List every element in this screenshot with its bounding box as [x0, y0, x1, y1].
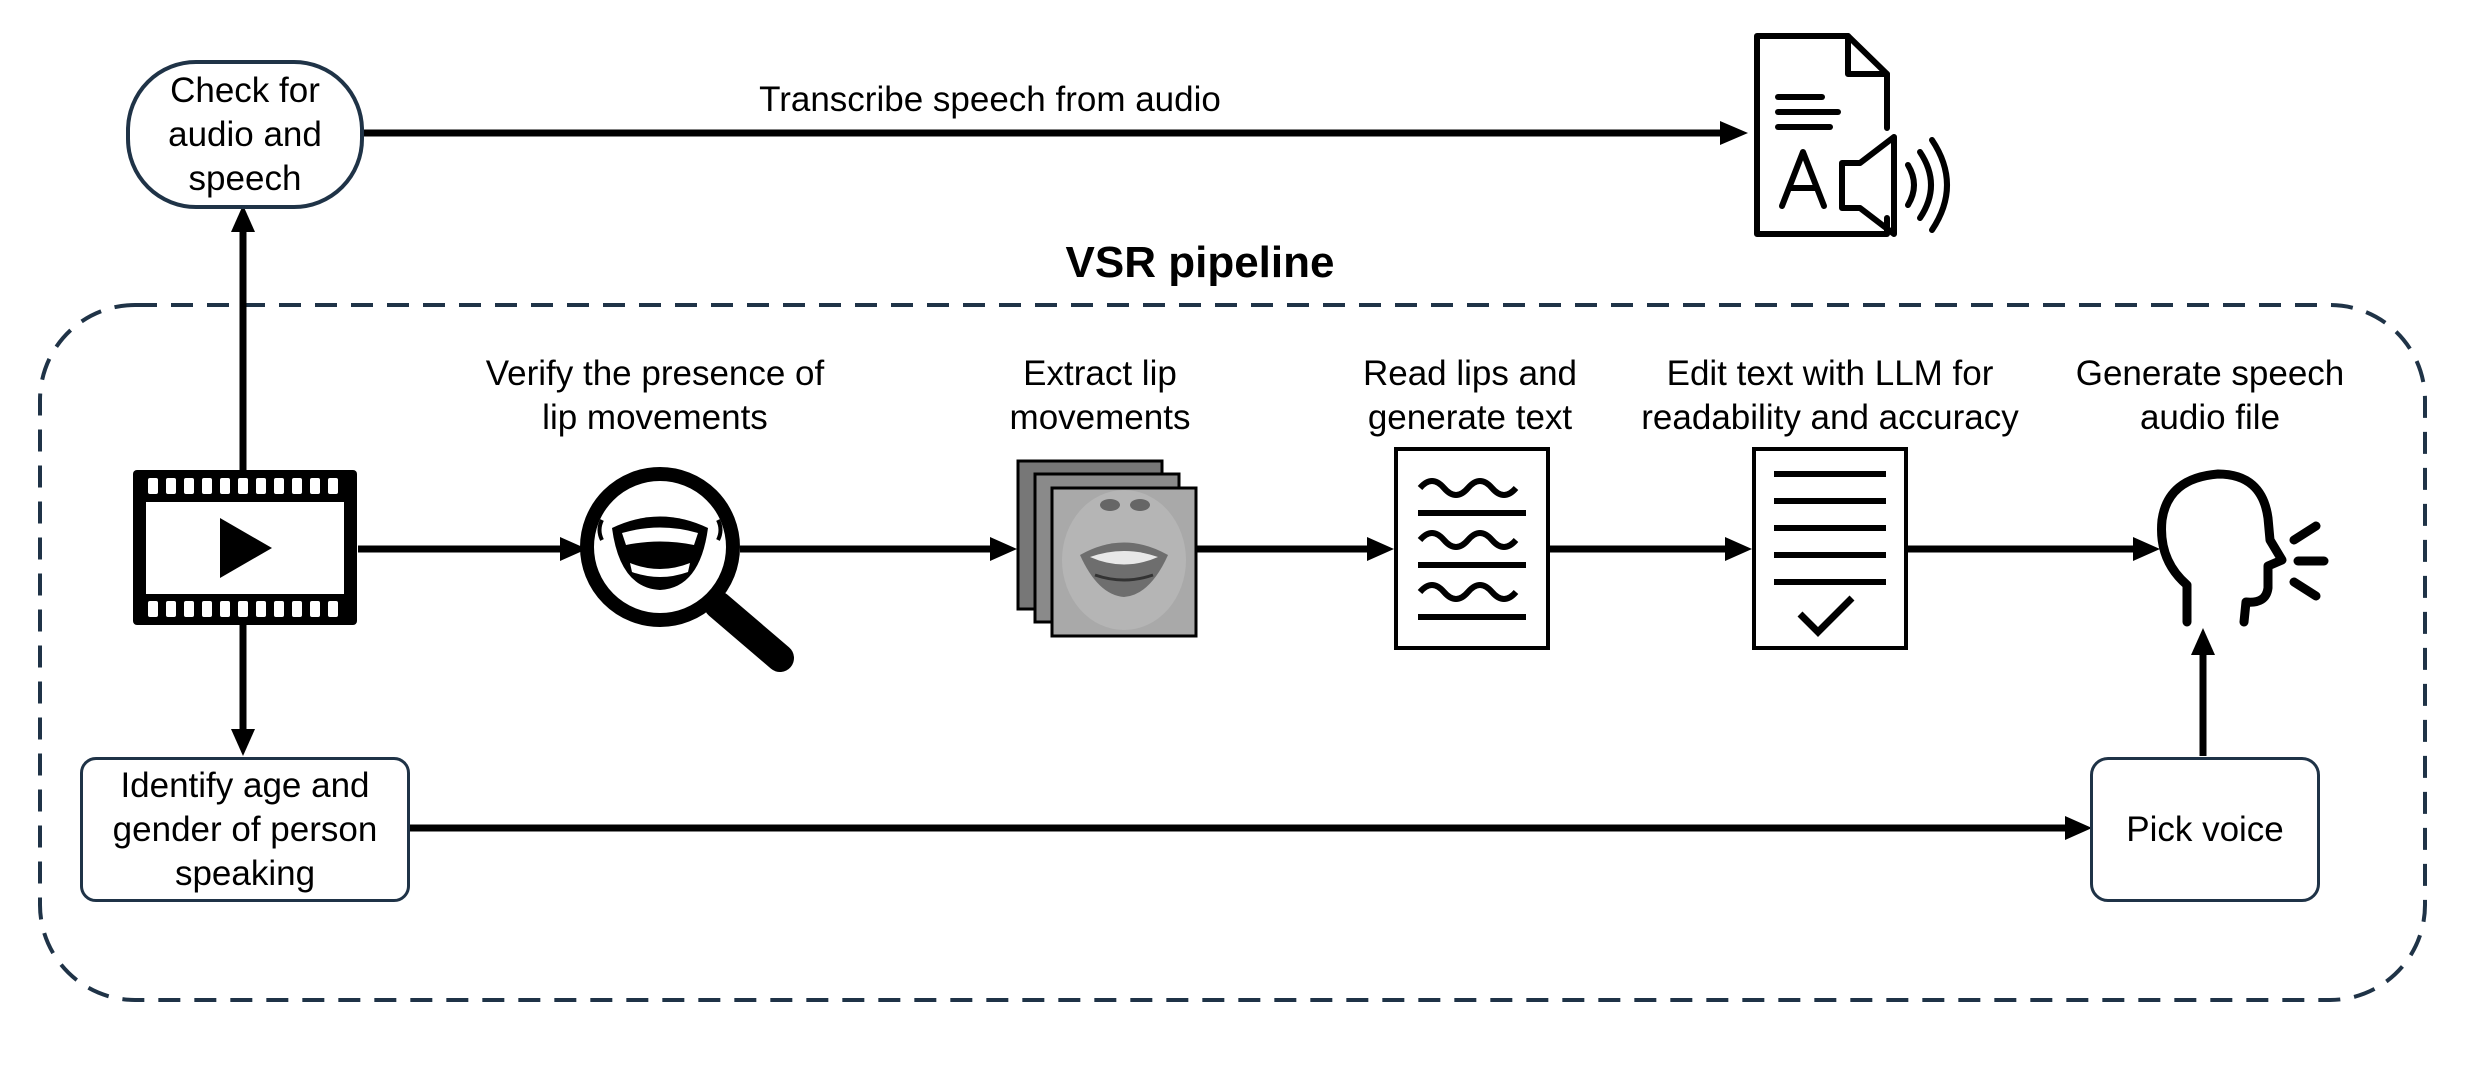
arrowhead-read — [1367, 537, 1394, 561]
wavy-text-document-icon — [1394, 447, 1550, 650]
arrowhead-up-check — [231, 205, 255, 232]
arrowhead-verify — [560, 537, 587, 561]
speaking-head-icon — [2157, 469, 2329, 627]
arrowhead-transcribe — [1720, 121, 1748, 145]
arrowhead-generate — [2133, 537, 2160, 561]
video-film-icon — [133, 470, 357, 625]
arrowhead-extract — [990, 537, 1017, 561]
step-5-label: Generate speech audio file — [2075, 354, 2345, 437]
audio-transcript-icon — [1754, 33, 1950, 237]
arrowhead-down-identify — [231, 729, 255, 756]
pick-voice-node: Pick voice — [2090, 757, 2320, 902]
transcribe-label: Transcribe speech from audio — [759, 80, 1221, 119]
arrowhead-edit — [1725, 537, 1752, 561]
check-audio-speech-node: Check for audio and speech — [126, 60, 364, 209]
pipeline-title: VSR pipeline — [1065, 238, 1335, 287]
step-3-label: Read lips and generate text — [1362, 354, 1578, 437]
arrowhead-up-head — [2191, 628, 2215, 655]
pipeline-dashed-border — [38, 303, 2427, 1002]
connectors — [231, 121, 2215, 840]
check-audio-speech-label: Check for audio and speech — [168, 70, 322, 198]
step-4-label: Edit text with LLM for readability and a… — [1641, 354, 2019, 437]
lip-frames-icon — [1016, 459, 1198, 638]
identify-person-label: Identify age and gender of person speaki… — [112, 765, 378, 893]
identify-person-node: Identify age and gender of person speaki… — [80, 757, 410, 902]
pick-voice-label: Pick voice — [2126, 809, 2284, 849]
step-1-label: Verify the presence of lip movements — [485, 354, 825, 437]
mouth-magnifier-icon — [580, 467, 794, 672]
step-2-label: Extract lip movements — [1009, 354, 1191, 437]
arrowhead-pick — [2065, 816, 2092, 840]
checked-document-icon — [1752, 447, 1908, 650]
